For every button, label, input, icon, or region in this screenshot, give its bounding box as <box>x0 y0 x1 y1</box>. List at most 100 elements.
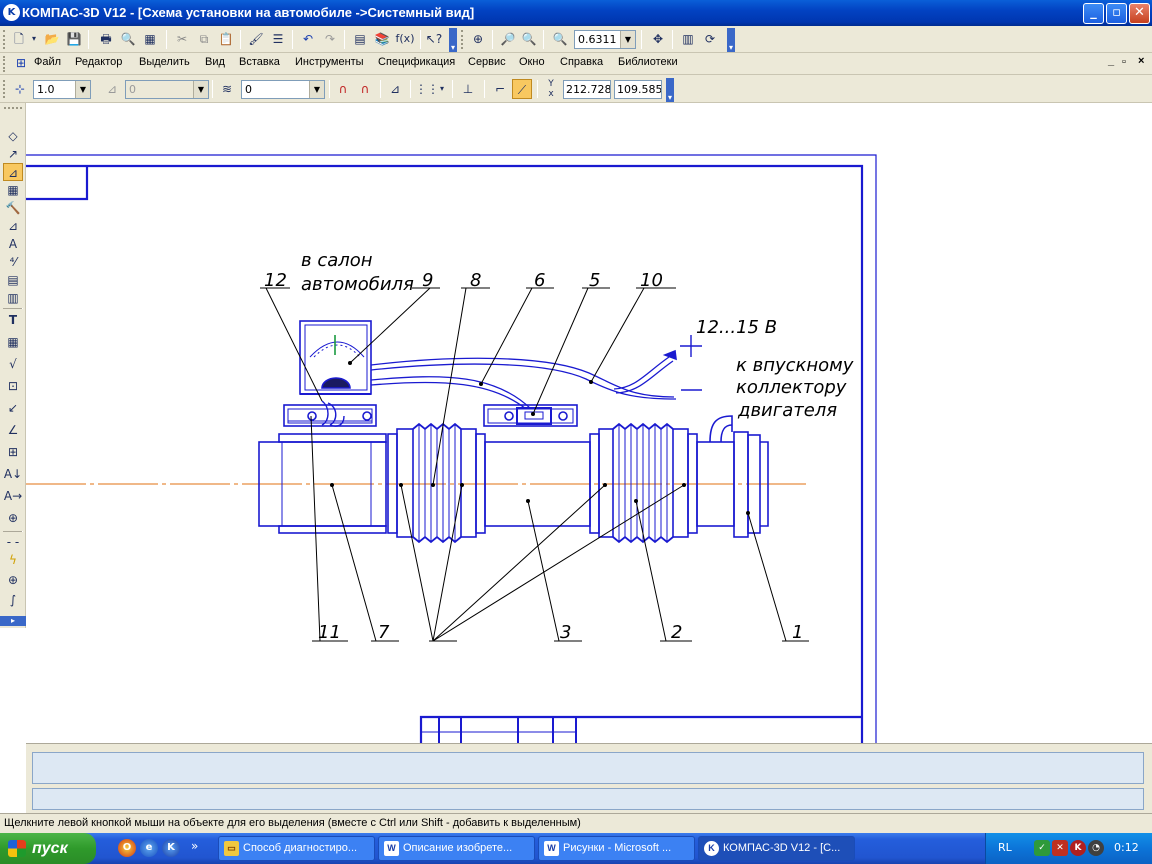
current-layer-combo[interactable]: 0 ▼ <box>241 80 325 99</box>
toolbar-grip[interactable] <box>3 30 6 49</box>
menu-window[interactable]: Окно <box>519 56 545 68</box>
layers-icon[interactable]: ≋ <box>221 82 233 96</box>
start-button[interactable]: пуск <box>0 833 96 864</box>
print-settings-icon[interactable]: ▦ <box>144 32 156 46</box>
tray-kaspersky-icon[interactable]: K <box>1070 840 1086 856</box>
menu-service[interactable]: Сервис <box>468 56 506 68</box>
properties-icon[interactable]: ☰ <box>272 32 284 46</box>
save-icon[interactable]: 💾 <box>66 32 82 46</box>
view-arrow-icon[interactable]: A→ <box>3 489 23 503</box>
maximize-button[interactable]: ▫ <box>1106 3 1127 24</box>
leader-icon[interactable]: ↙ <box>7 401 19 415</box>
menu-help[interactable]: Справка <box>560 56 604 68</box>
toolbar-more-icon[interactable]: ▸ <box>0 616 26 626</box>
drawing-canvas[interactable]: в салон автомобиля 12...15 В к впускному… <box>26 103 1152 743</box>
position-leader-icon[interactable]: ∠ <box>7 423 19 437</box>
local-cs-icon[interactable]: ⊥ <box>462 82 474 96</box>
tray-antivirus-icon[interactable]: ✕ <box>1052 840 1068 856</box>
pan-icon[interactable]: ✥ <box>652 32 664 46</box>
zoom-in-icon[interactable]: 🔎 <box>500 32 516 46</box>
menu-view[interactable]: Вид <box>205 56 225 68</box>
menu-libraries[interactable]: Библиотеки <box>618 56 678 68</box>
cut-icon[interactable]: ✂ <box>176 32 188 46</box>
library-manager-icon[interactable]: 📚 <box>374 32 390 46</box>
magnet-local-snap-icon[interactable]: ∩ <box>360 82 370 96</box>
menu-specification[interactable]: Спецификация <box>378 56 456 68</box>
zoom-out-icon[interactable]: 🔍 <box>521 32 537 46</box>
zoom-window-icon[interactable]: ⊕ <box>472 32 484 46</box>
edit-icon[interactable]: ▦ <box>7 183 19 197</box>
title-bar[interactable]: K КОМПАС-3D V12 - [Схема установки на ав… <box>0 0 1152 26</box>
menu-insert[interactable]: Вставка <box>239 56 280 68</box>
print-icon[interactable]: 🖶 <box>100 32 112 46</box>
measure-icon[interactable]: ⊿ <box>7 219 19 233</box>
parametrization-icon[interactable]: 🔨 <box>5 201 21 215</box>
drawing-svg[interactable]: в салон автомобиля 12...15 В к впускному… <box>26 103 1152 743</box>
new-dropdown-icon[interactable]: ▾ <box>31 34 36 43</box>
variables-fx-icon[interactable]: f(x) <box>395 32 415 45</box>
refresh-view-icon[interactable]: ▥ <box>682 32 694 46</box>
orientation-icon[interactable]: ⊿ <box>389 82 401 96</box>
task-folder[interactable]: ▭ Способ диагностиро... <box>218 836 375 861</box>
roughness-icon[interactable]: √ <box>9 357 17 371</box>
cursor-step-icon[interactable]: ⊹ <box>14 82 26 96</box>
minimize-button[interactable]: _ <box>1083 3 1104 24</box>
rebuild-icon[interactable]: ⟳ <box>704 32 716 46</box>
paste-icon[interactable]: 📋 <box>218 32 234 46</box>
task-kompas[interactable]: K КОМПАС-3D V12 - [С... <box>698 836 855 861</box>
detail-view-icon[interactable]: ⊕ <box>7 511 19 525</box>
table-icon[interactable]: ▦ <box>7 335 19 349</box>
print-preview-icon[interactable]: 🔍 <box>120 32 136 46</box>
ie-icon[interactable]: e <box>140 839 158 857</box>
property-panel-main[interactable] <box>32 752 1144 784</box>
center-mark-icon[interactable]: ⊕ <box>7 573 19 587</box>
zoom-scale-icon[interactable]: 🔍 <box>552 32 568 46</box>
doc-minimize-button[interactable]: _ <box>1108 55 1115 67</box>
dimensions-icon[interactable]: ↗ <box>7 147 19 161</box>
undo-icon[interactable]: ↶ <box>302 32 314 46</box>
reports-icon[interactable]: ▤ <box>7 273 19 287</box>
chevron-down-icon[interactable]: ▼ <box>193 81 208 98</box>
format-painter-icon[interactable]: 🖌 <box>248 32 264 46</box>
help-pointer-icon[interactable]: ↖? <box>425 32 443 46</box>
round-mode-icon[interactable]: ⟋ <box>512 79 532 99</box>
task-word-figures[interactable]: W Рисунки - Microsoft ... <box>538 836 695 861</box>
angle-step-icon[interactable]: ⊿ <box>106 82 118 96</box>
property-panel-tabs[interactable] <box>32 788 1144 810</box>
doc-close-button[interactable]: × <box>1138 55 1145 67</box>
chevron-down-icon[interactable]: ▼ <box>309 81 324 98</box>
geometry-icon[interactable]: ◇ <box>8 129 18 143</box>
angle-step-combo[interactable]: 0 ▼ <box>125 80 209 99</box>
magnet-snap-icon[interactable]: ∩ <box>338 82 348 96</box>
x-coordinate-field[interactable]: 212.728 <box>563 80 611 99</box>
kompas-quicklaunch-icon[interactable]: K <box>162 839 180 857</box>
doc-restore-button[interactable]: ▫ <box>1122 56 1126 68</box>
cut-line-icon[interactable]: A↓ <box>3 467 23 481</box>
redo-icon[interactable]: ↷ <box>324 32 336 46</box>
grid-icon[interactable]: ⋮⋮ <box>415 82 439 96</box>
manager-document-icon[interactable]: ▤ <box>354 32 366 46</box>
opera-icon[interactable]: O <box>118 839 136 857</box>
quicklaunch-more-icon[interactable]: » <box>191 839 199 853</box>
zoom-scale-combo[interactable]: 0.6311 ▼ <box>574 30 636 49</box>
axis-line-icon[interactable]: - - <box>6 535 20 549</box>
designations-icon[interactable]: ⊿ <box>3 163 23 181</box>
chevron-down-icon[interactable]: ▾ <box>439 84 444 93</box>
menu-file[interactable]: Файл <box>34 56 62 68</box>
menu-tools[interactable]: Инструменты <box>295 56 364 68</box>
copy-icon[interactable]: ⧉ <box>199 32 209 46</box>
tray-media-icon[interactable]: ◔ <box>1088 840 1104 856</box>
new-document-icon[interactable]: 🗋 <box>14 32 24 46</box>
chevron-down-icon[interactable]: ▼ <box>75 81 90 98</box>
spec-icon[interactable]: ⁴⁄ <box>9 255 17 269</box>
toolbar-more-icon[interactable]: ▾ <box>666 78 674 102</box>
tolerance-icon[interactable]: ⊞ <box>7 445 19 459</box>
task-word-description[interactable]: W Описание изобрете... <box>378 836 535 861</box>
open-folder-icon[interactable]: 📂 <box>44 32 60 46</box>
insert-icon[interactable]: ▥ <box>7 291 19 305</box>
toolbar-more-icon[interactable]: ▾ <box>727 28 735 52</box>
kompas-doc-icon[interactable]: ⊞ <box>15 56 27 70</box>
close-button[interactable]: ✕ <box>1129 3 1150 24</box>
base-icon[interactable]: ⊡ <box>7 379 19 393</box>
tray-shield-icon[interactable]: ✓ <box>1034 840 1050 856</box>
